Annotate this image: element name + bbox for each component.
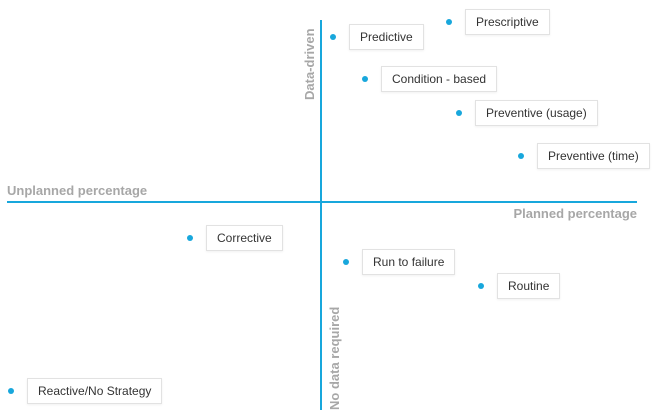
strategy-label: Reactive/No Strategy [27,378,163,404]
strategy-label: Prescriptive [465,9,550,35]
strategy-label: Preventive (usage) [475,100,598,126]
dot-marker [518,153,524,159]
dot-marker [330,34,336,40]
strategy-reactive-no-strategy: Reactive/No Strategy [8,378,163,404]
dot-marker [343,259,349,265]
strategy-label: Condition - based [381,66,498,92]
strategy-prescriptive: Prescriptive [446,9,550,35]
vertical-axis [320,20,322,410]
strategy-label: Routine [497,273,561,299]
strategy-run-to-failure: Run to failure [343,249,456,275]
horizontal-axis [7,201,637,203]
strategy-preventive-usage: Preventive (usage) [456,100,598,126]
dot-marker [446,19,452,25]
unplanned-axis-label: Unplanned percentage [7,183,148,198]
strategy-predictive: Predictive [330,24,424,50]
strategy-label: Predictive [349,24,424,50]
dot-marker [187,235,193,241]
dot-marker [456,110,462,116]
strategy-label: Corrective [206,225,283,251]
no-data-required-axis-label: No data required [327,306,342,410]
strategy-condition-based: Condition - based [362,66,498,92]
strategy-corrective: Corrective [187,225,283,251]
dot-marker [8,388,14,394]
strategy-label: Preventive (time) [537,143,650,169]
strategy-routine: Routine [478,273,561,299]
strategy-preventive-time: Preventive (time) [518,143,650,169]
planned-axis-label: Planned percentage [513,206,637,221]
strategy-label: Run to failure [362,249,456,275]
data-driven-axis-label: Data-driven [302,28,317,100]
dot-marker [362,76,368,82]
dot-marker [478,283,484,289]
